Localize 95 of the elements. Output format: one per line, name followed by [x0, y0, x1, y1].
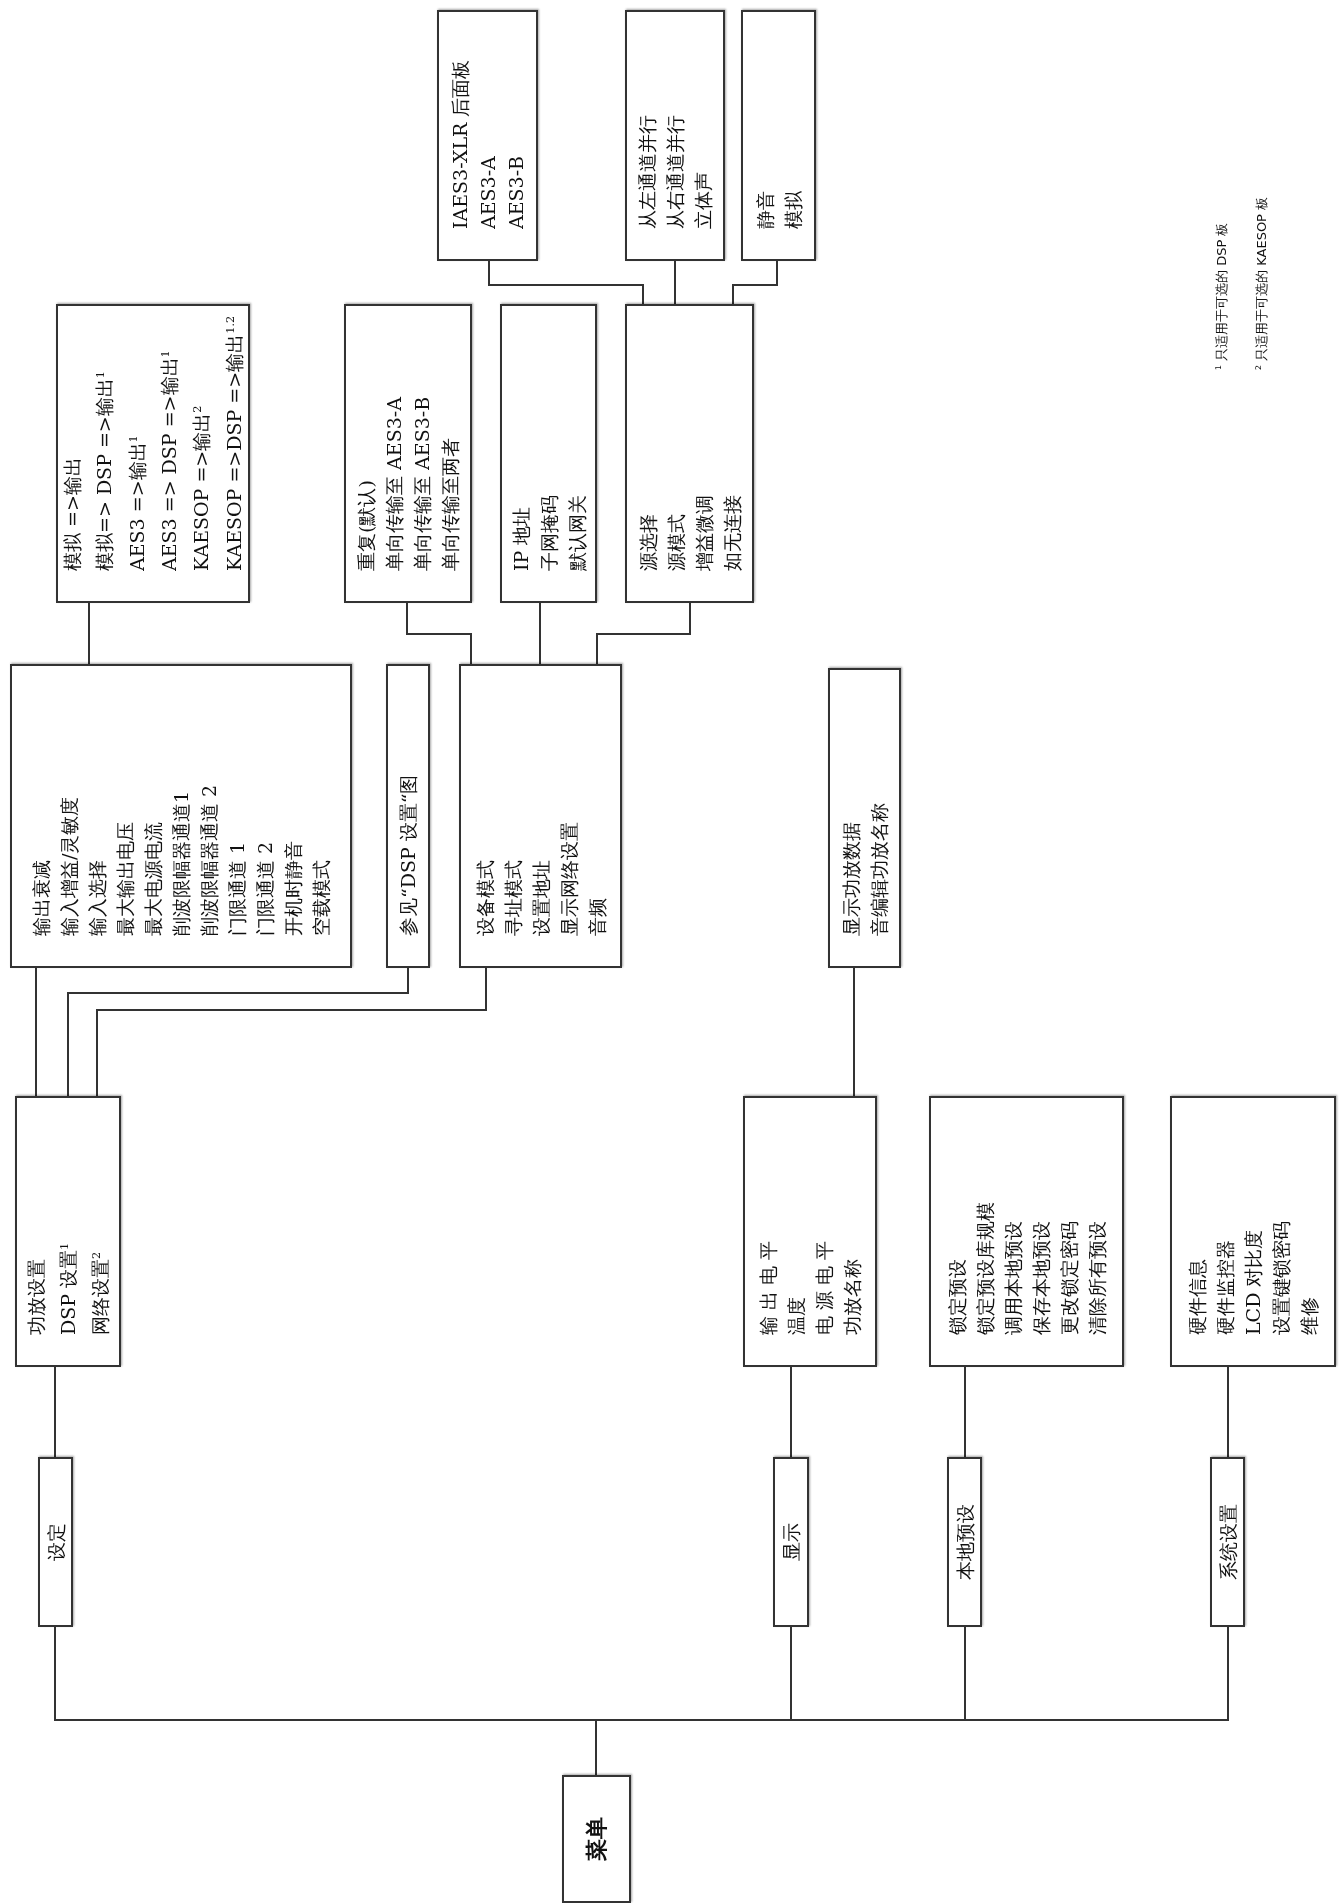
menu-item-text: 菜单 [582, 1817, 610, 1861]
menu-item-text: 单向传输至 AES3-A [382, 397, 406, 571]
menu-box [459, 664, 622, 968]
menu-item-text: 寻址模式 [500, 860, 525, 936]
menu-item-text: 音频 [584, 898, 609, 936]
menu-item-text: 单向传输至两者 [438, 438, 462, 571]
menu-item-text: 默认网关 [564, 495, 589, 571]
menu-item-text: 从左通道并行 [635, 115, 659, 229]
connector-line [96, 967, 487, 1097]
menu-item-text: IP 地址 [508, 506, 533, 571]
menu-item-text: AES3-B [503, 155, 528, 229]
menu-item-text: 设置键锁密码 [1269, 1221, 1293, 1335]
connector-line [732, 260, 778, 305]
menu-item-text: 锁定预设库规模 [972, 1202, 997, 1335]
menu-box [741, 10, 816, 261]
menu-item-text: 本地预设 [952, 1504, 977, 1580]
menu-item-text: 设置地址 [528, 860, 553, 936]
menu-box [15, 1096, 121, 1367]
menu-item-text: 温度 [784, 1297, 808, 1335]
menu-box [828, 668, 901, 968]
menu-item-text: 输 出 电 平 [756, 1240, 780, 1335]
connector-line [35, 967, 37, 1097]
menu-item-text: 静音 [752, 191, 777, 229]
menu-item-text: 门限通道 2 [253, 841, 277, 936]
connector-line [790, 1366, 792, 1458]
menu-item-text: LCD 对比度 [1241, 1229, 1265, 1335]
menu-item-text: 单向传输至 AES3-B [410, 396, 434, 571]
connector-line [539, 602, 541, 665]
connector-line [853, 967, 855, 1097]
menu-item-text: 源选择 [635, 514, 660, 571]
menu-box [625, 10, 725, 261]
connector-line [54, 1366, 56, 1458]
connector-line [596, 602, 691, 665]
menu-box [743, 1096, 877, 1367]
menu-item-text: 参见“DSP 设置“图 [396, 774, 420, 936]
menu-item-text: 输入选择 [85, 860, 109, 936]
menu-item-text: 输出衰减 [29, 860, 53, 936]
menu-item-text: 最大输出电压 [113, 822, 137, 936]
menu-box [1210, 1457, 1245, 1627]
menu-item-text: 音编辑功放名称 [866, 803, 891, 936]
menu-item-text: AES3-A [475, 156, 500, 229]
menu-item-text: 如无连接 [719, 495, 744, 571]
menu-box [500, 304, 597, 603]
menu-item-text: 源模式 [663, 514, 688, 571]
menu-item-text: 空载模式 [309, 860, 333, 936]
menu-item-text: 开机时静音 [281, 841, 305, 936]
menu-item-text: 输入增益/灵敏度 [57, 796, 81, 936]
menu-item-text: 门限通道 1 [225, 841, 249, 936]
menu-box [947, 1457, 982, 1627]
menu-item-text: 系统设置 [1215, 1504, 1240, 1580]
menu-item-text: 调用本地预设 [1000, 1221, 1025, 1335]
connector-line [88, 602, 90, 665]
menu-box [773, 1457, 809, 1627]
menu-box [386, 664, 430, 968]
menu-item-text: 锁定预设 [944, 1259, 969, 1335]
menu-item-text: 功放设置 [23, 1259, 48, 1335]
menu-item-text: 立体声 [691, 172, 715, 229]
menu-item-text: 从右通道并行 [663, 115, 687, 229]
menu-item-text: 电 源 电 平 [812, 1240, 836, 1335]
menu-item-text: 维修 [1297, 1297, 1321, 1335]
menu-item-text: 功放名称 [840, 1259, 864, 1335]
connector-line [488, 260, 644, 305]
menu-item-text: 硬件监控器 [1213, 1240, 1237, 1335]
menu-box [437, 10, 538, 261]
menu-item-text: IAES3-XLR 后面板 [447, 59, 472, 229]
menu-item-text: 削波限幅器通道1 [169, 790, 193, 936]
menu-box [562, 1775, 631, 1903]
menu-item-text: 更改锁定密码 [1056, 1221, 1081, 1335]
menu-box [1170, 1096, 1336, 1367]
menu-item-text: 清除所有预设 [1084, 1221, 1109, 1335]
connector-line [67, 967, 409, 1097]
menu-item-text: 保存本地预设 [1028, 1221, 1053, 1335]
menu-item-text: 模拟 =>输出 [60, 457, 85, 571]
menu-item-text: 显示网络设置 [556, 822, 581, 936]
menu-item-text: 设定 [43, 1523, 68, 1561]
menu-item-text: 削波限幅器通道 2 [197, 784, 221, 936]
menu-item-text: 硬件信息 [1185, 1259, 1209, 1335]
menu-box [929, 1096, 1124, 1367]
menu-item-text: 增益微调 [691, 495, 716, 571]
menu-box [625, 304, 754, 603]
menu-box [38, 1457, 73, 1627]
menu-box [344, 304, 472, 603]
connector-line [1227, 1366, 1229, 1458]
connector-line [674, 260, 676, 305]
connector-line [406, 602, 472, 665]
connector-line [964, 1366, 966, 1458]
menu-box [56, 304, 250, 603]
menu-item-text: 显示 [779, 1523, 803, 1561]
menu-item-text: 模拟 [780, 191, 805, 229]
menu-item-text: 显示功放数据 [838, 822, 863, 936]
menu-item-text: 重复(默认) [354, 480, 378, 571]
menu-item-text: 子网掩码 [536, 495, 561, 571]
menu-item-text: 设备模式 [472, 860, 497, 936]
menu-box [10, 664, 352, 968]
menu-item-text: 最大电源电流 [141, 822, 165, 936]
